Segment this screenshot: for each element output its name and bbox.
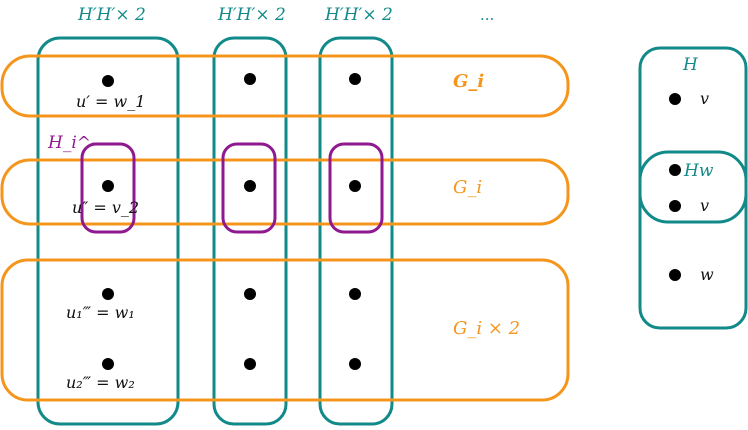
column-label-3: H′H′× 2 xyxy=(324,5,393,25)
vertex-c3-r1 xyxy=(349,73,361,85)
vertex-h-w xyxy=(669,269,681,281)
row-box-3 xyxy=(0,258,570,402)
vertex-h-v1 xyxy=(669,93,681,105)
vertex-c3-r2 xyxy=(349,180,361,192)
h-vertex-label-v2: v xyxy=(700,196,709,215)
column-label-2: H′H′× 2 xyxy=(217,5,286,25)
h-minus-box-1 xyxy=(80,142,136,234)
h-minus-box-3 xyxy=(328,142,384,234)
vertex-label-u2: u″ = v_2 xyxy=(72,198,139,217)
vertex-c1-r2 xyxy=(102,180,114,192)
vertex-c3-r4 xyxy=(349,358,361,370)
vertex-h-hw xyxy=(669,164,681,176)
h-panel-outer xyxy=(638,46,748,330)
column-box-1 xyxy=(36,36,180,426)
h-inner-label: Hw xyxy=(683,161,714,181)
h-panel-inner xyxy=(638,150,748,224)
vertex-c2-r4 xyxy=(244,358,256,370)
h-minus-label: H_i^- xyxy=(47,133,97,153)
vertex-c3-r3 xyxy=(349,288,361,300)
h-vertex-label-v1: v xyxy=(700,89,709,108)
vertex-h-v2 xyxy=(669,200,681,212)
column-box-2 xyxy=(212,36,288,426)
vertex-label-u3: u₁‴ = w₁ xyxy=(66,303,135,322)
vertex-label-u4: u₂‴ = w₂ xyxy=(66,373,135,392)
vertex-c1-r4 xyxy=(102,358,114,370)
vertex-c1-r3 xyxy=(102,288,114,300)
vertex-c2-r3 xyxy=(244,288,256,300)
row-label-2: G_i xyxy=(453,177,482,198)
vertex-c1-r1 xyxy=(102,75,114,87)
h-vertex-label-w: w xyxy=(700,265,714,284)
row-box-2 xyxy=(0,158,570,226)
vertex-c2-r1 xyxy=(244,73,256,85)
row-box-1 xyxy=(0,54,570,118)
vertex-label-u1: u′ = w_1 xyxy=(76,92,145,111)
vertex-c2-r2 xyxy=(244,180,256,192)
ellipsis-label: ... xyxy=(480,6,494,24)
h-panel-label: H xyxy=(682,55,699,75)
h-minus-box-2 xyxy=(221,142,277,234)
row-label-3: G_i × 2 xyxy=(453,318,520,339)
column-box-3 xyxy=(318,36,394,426)
row-label-1: G_i xyxy=(453,71,484,92)
column-label-1: H′H′× 2 xyxy=(77,5,146,25)
